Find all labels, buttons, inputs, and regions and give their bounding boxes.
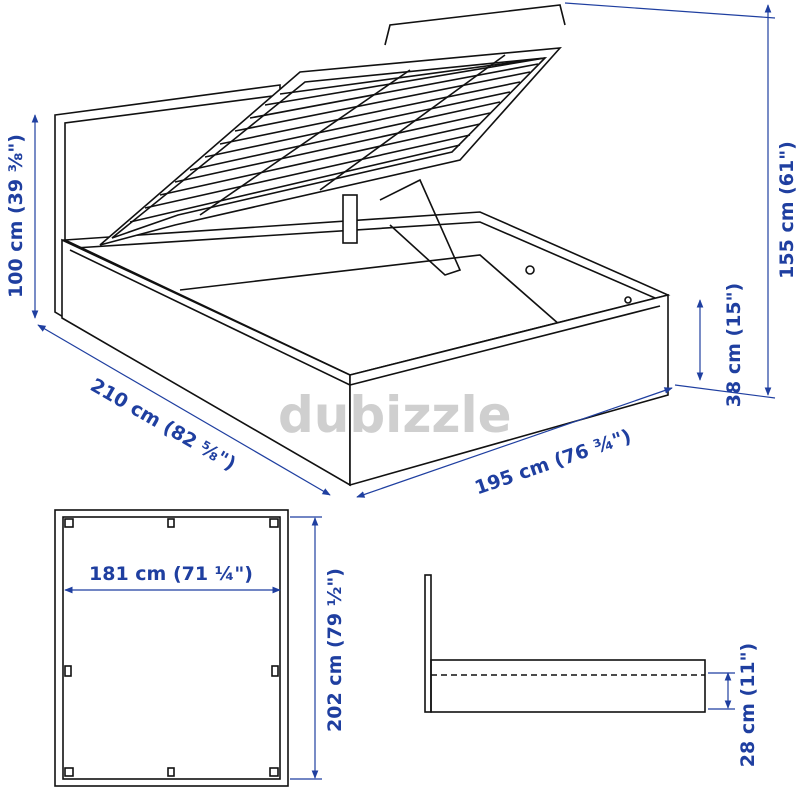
dim-headboard-height: 100 cm (39 ⅜") (5, 134, 27, 298)
lift-handle (384, 4, 566, 46)
headboard (54, 84, 281, 320)
watermark-logo: dubizzle (278, 386, 512, 444)
gas-lift-mechanism (379, 178, 462, 276)
slats (129, 57, 546, 223)
dim-frame-height: 38 cm (15") (723, 283, 745, 407)
dim-inner-width: 181 cm (71 ¼") (89, 563, 253, 585)
dim-storage-clearance: 28 cm (11") (737, 643, 759, 767)
bed-top-view (54, 509, 289, 787)
lifted-slat-base (99, 47, 562, 246)
dim-inner-length: 202 cm (79 ½") (324, 568, 346, 732)
bed-side-view (424, 574, 706, 713)
dim-total-height: 155 cm (61") (776, 141, 798, 279)
